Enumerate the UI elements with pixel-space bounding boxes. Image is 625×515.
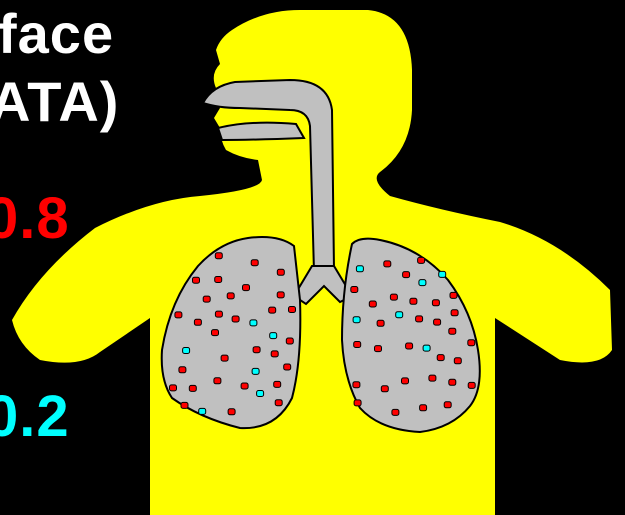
- oxygen-molecule-dot: [384, 261, 391, 267]
- oxygen-molecule-dot: [418, 257, 425, 263]
- oxygen-molecule-dot: [277, 292, 284, 298]
- oxygen-molecule-dot: [406, 343, 413, 349]
- oxygen-molecule-dot: [181, 402, 188, 408]
- oxygen-molecule-dot: [410, 298, 417, 304]
- oxygen-molecule-dot: [189, 385, 196, 391]
- oxygen-molecule-dot: [277, 269, 284, 275]
- oxygen-molecule-dot: [179, 367, 186, 373]
- oxygen-molecule-dot: [175, 312, 182, 318]
- oxygen-molecule-dot: [420, 405, 427, 411]
- oxygen-molecule-dot: [429, 375, 436, 381]
- oxygen-molecule-dot: [215, 277, 222, 283]
- oxygen-molecule-dot: [381, 386, 388, 392]
- oxygen-molecule-dot: [232, 316, 239, 322]
- nitrogen-molecule-dot: [252, 368, 259, 374]
- nitrogen-fraction-label: 0.2: [0, 388, 70, 446]
- oxygen-molecule-dot: [416, 316, 423, 322]
- oxygen-molecule-dot: [271, 351, 278, 357]
- oxygen-molecule-dot: [392, 409, 399, 415]
- oxygen-molecule-dot: [193, 277, 200, 283]
- nitrogen-molecule-dot: [250, 320, 257, 326]
- heading-line-2: ATA): [0, 74, 119, 130]
- oxygen-molecule-dot: [354, 400, 361, 406]
- oxygen-molecule-dot: [251, 260, 258, 266]
- oxygen-molecule-dot: [353, 382, 360, 388]
- oxygen-molecule-dot: [454, 358, 461, 364]
- oxygen-molecule-dot: [432, 300, 439, 306]
- oxygen-molecule-dot: [402, 378, 409, 384]
- oxygen-molecule-dot: [269, 307, 276, 313]
- oxygen-fraction-label: 0.8: [0, 190, 70, 248]
- oxygen-molecule-dot: [286, 338, 293, 344]
- nitrogen-molecule-dot: [270, 333, 277, 339]
- nitrogen-molecule-dot: [356, 266, 363, 272]
- oxygen-molecule-dot: [451, 310, 458, 316]
- oxygen-molecule-dot: [449, 328, 456, 334]
- oxygen-molecule-dot: [241, 383, 248, 389]
- oxygen-molecule-dot: [468, 340, 475, 346]
- oxygen-molecule-dot: [253, 347, 260, 353]
- nitrogen-molecule-dot: [257, 391, 264, 397]
- oxygen-molecule-dot: [203, 296, 210, 302]
- nitrogen-molecule-dot: [423, 345, 430, 351]
- oxygen-molecule-dot: [468, 382, 475, 388]
- oxygen-molecule-dot: [369, 301, 376, 307]
- oxygen-molecule-dot: [215, 253, 222, 259]
- nitrogen-molecule-dot: [199, 408, 206, 414]
- nitrogen-molecule-dot: [419, 280, 426, 286]
- oxygen-molecule-dot: [194, 319, 201, 325]
- oxygen-molecule-dot: [351, 287, 358, 293]
- oxygen-molecule-dot: [275, 400, 282, 406]
- oxygen-molecule-dot: [228, 409, 235, 415]
- oxygen-molecule-dot: [437, 355, 444, 361]
- oxygen-molecule-dot: [434, 319, 441, 325]
- nitrogen-molecule-dot: [439, 271, 446, 277]
- oxygen-molecule-dot: [212, 330, 219, 336]
- oxygen-molecule-dot: [284, 364, 291, 370]
- oxygen-molecule-dot: [214, 378, 221, 384]
- oxygen-molecule-dot: [170, 385, 177, 391]
- oxygen-molecule-dot: [289, 307, 296, 313]
- heading-line-1: face: [0, 6, 114, 62]
- oxygen-molecule-dot: [215, 311, 222, 317]
- oxygen-molecule-dot: [227, 293, 234, 299]
- nitrogen-molecule-dot: [183, 348, 190, 354]
- oxygen-molecule-dot: [449, 379, 456, 385]
- oxygen-molecule-dot: [274, 381, 281, 387]
- nitrogen-molecule-dot: [396, 312, 403, 318]
- oxygen-molecule-dot: [354, 342, 361, 348]
- oxygen-molecule-dot: [403, 272, 410, 278]
- oxygen-molecule-dot: [390, 294, 397, 300]
- oxygen-molecule-dot: [221, 355, 228, 361]
- nitrogen-molecule-dot: [353, 317, 360, 323]
- oxygen-molecule-dot: [375, 346, 382, 352]
- oxygen-molecule-dot: [377, 320, 384, 326]
- oxygen-molecule-dot: [444, 402, 451, 408]
- oxygen-molecule-dot: [450, 292, 457, 298]
- oral-cavity: [218, 123, 304, 140]
- oxygen-molecule-dot: [243, 285, 250, 291]
